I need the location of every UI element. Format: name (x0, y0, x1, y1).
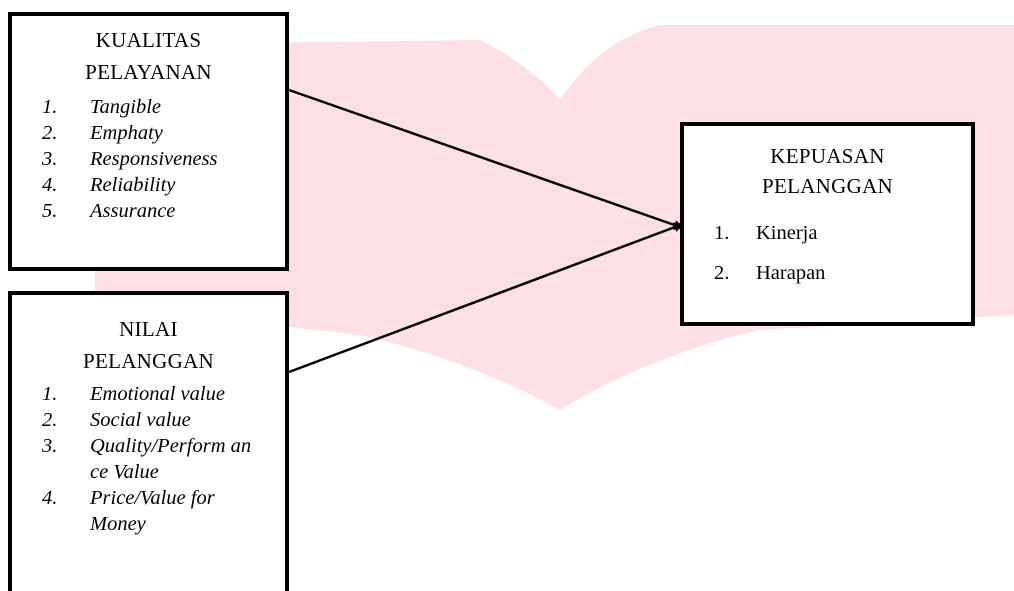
list-item-text: Emphaty (90, 122, 163, 144)
list-item-text: Assurance (90, 200, 176, 222)
list-item-number: 3. (42, 435, 58, 457)
list-item-number: 3. (42, 148, 58, 170)
list-item-number: 4. (42, 487, 58, 509)
list-item-text: Harapan (756, 262, 826, 284)
box-kualitas-pelayanan: KUALITAS PELAYANAN 1. Tangible 2. Emphaty … (8, 12, 289, 271)
arrow-nilai-to-kepuasan (288, 222, 684, 374)
kepuasan-title-line-2: PELANGGAN (761, 174, 894, 198)
list-item: 3. Responsiveness (12, 146, 285, 172)
list-item: 5. Assurance (12, 198, 285, 224)
kualitas-title-line-2: PELAYANAN (85, 60, 212, 84)
list-item-text: Quality/Perform ance Value (90, 435, 252, 483)
kualitas-list: 1. Tangible 2. Emphaty 3. Responsiveness 4.… (12, 94, 285, 224)
list-item-number: 5. (42, 200, 58, 222)
list-item: 2. Harapan (684, 261, 971, 285)
list-item: 2. Emphaty (12, 120, 285, 146)
list-item-number: 2. (42, 409, 58, 431)
list-item-text: Price/Value for Money (90, 487, 215, 535)
list-item-text: Social value (90, 409, 191, 431)
nilai-title-line-2: PELANGGAN (82, 349, 215, 373)
list-item: 1. Kinerja (684, 221, 971, 245)
list-item: 1. Emotional value (12, 381, 285, 407)
list-item-text: Emotional value (90, 383, 225, 405)
list-item-number: 4. (42, 174, 58, 196)
list-item-text: Responsiveness (90, 148, 218, 170)
list-item-number: 1. (42, 383, 58, 405)
arrows-layer (288, 88, 684, 374)
list-item: 2. Social value (12, 407, 285, 433)
list-item-number: 1. (42, 96, 58, 118)
nilai-title-line-1: NILAI (119, 317, 178, 341)
kepuasan-list: 1. Kinerja 2. Harapan (684, 221, 971, 285)
kepuasan-title: KEPUASAN PELANGGAN (684, 141, 971, 201)
list-item-text: Reliability (90, 174, 176, 196)
box-kepuasan-pelanggan: KEPUASAN PELANGGAN 1. Kinerja 2. Harapan (680, 122, 975, 326)
kualitas-title: KUALITAS PELAYANAN (12, 24, 285, 88)
list-item: 4. Reliability (12, 172, 285, 198)
list-item: 3. Quality/Perform ance Value (12, 433, 285, 485)
arrow-kualitas-to-kepuasan (288, 88, 684, 230)
list-item-number: 2. (42, 122, 58, 144)
list-item-text: Tangible (90, 96, 162, 118)
kualitas-title-line-1: KUALITAS (95, 28, 202, 52)
list-item-text: Kinerja (756, 222, 818, 244)
list-item: 4. Price/Value for Money (12, 485, 285, 537)
list-item-number: 2. (714, 262, 730, 284)
list-item-number: 1. (714, 222, 730, 244)
box-nilai-pelanggan: NILAI PELANGGAN 1. Emotional value 2. Soci… (8, 291, 289, 591)
list-item: 1. Tangible (12, 94, 285, 120)
nilai-title: NILAI PELANGGAN (12, 313, 285, 377)
kepuasan-title-line-1: KEPUASAN (770, 144, 885, 168)
nilai-list: 1. Emotional value 2. Social value 3. Quali… (12, 381, 285, 537)
